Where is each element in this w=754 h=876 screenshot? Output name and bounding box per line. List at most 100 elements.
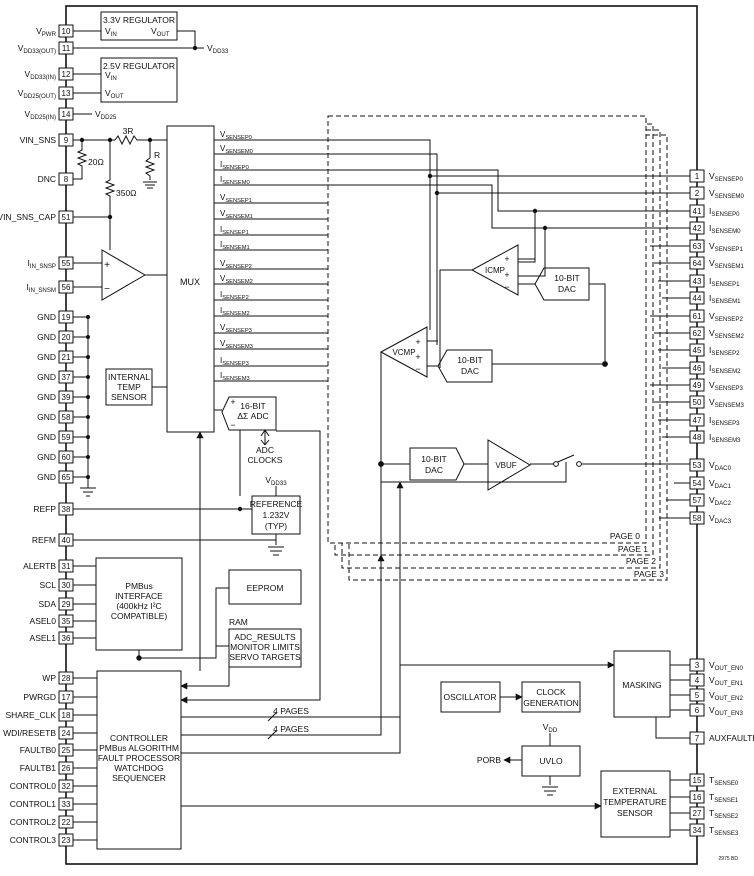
isensem0-route bbox=[328, 184, 690, 277]
left-pin-number: 22 bbox=[62, 818, 71, 827]
dac-vbuf-label: 10-BIT bbox=[421, 454, 447, 464]
page-label: PAGE 0 bbox=[610, 531, 640, 541]
right-pin-label: ISENSEM2 bbox=[709, 363, 741, 375]
right-pin-number: 54 bbox=[693, 479, 702, 488]
right-pin-number: 2 bbox=[695, 189, 700, 198]
left-pin-number: 58 bbox=[62, 413, 71, 422]
reg25-title: 2.5V REGULATOR bbox=[103, 61, 175, 71]
left-pin-label: GND bbox=[37, 392, 56, 402]
left-pin-number: 24 bbox=[62, 729, 71, 738]
ram-block-label: ADC_RESULTS bbox=[234, 632, 296, 642]
right-pin-box bbox=[689, 688, 705, 702]
right-pin-label: VDAC0 bbox=[709, 460, 732, 472]
mux-input-label: ISENSEP0 bbox=[220, 160, 249, 171]
adc-minus-sign: − bbox=[230, 420, 235, 430]
junction-dot bbox=[427, 173, 433, 179]
right-pin-box bbox=[689, 806, 705, 820]
left-pin-number: 12 bbox=[62, 70, 71, 79]
left-pin-label: VIN_SNS bbox=[20, 135, 57, 145]
right-pin-label: VSENSEP0 bbox=[709, 171, 743, 183]
uvlo-block bbox=[521, 745, 581, 777]
left-pin-number: 19 bbox=[62, 313, 71, 322]
page-label: PAGE 2 bbox=[626, 556, 656, 566]
left-pin-label: REFM bbox=[32, 535, 56, 545]
left-pin-number: 30 bbox=[62, 581, 71, 590]
right-pin-label: ISENSEP3 bbox=[709, 415, 740, 427]
right-pin-number: 50 bbox=[693, 398, 702, 407]
left-pin-number: 33 bbox=[62, 800, 71, 809]
right-pin-label: TSENSE2 bbox=[709, 808, 739, 820]
icmp-plus2: + bbox=[504, 270, 509, 280]
right-pin-number: 58 bbox=[693, 514, 702, 523]
junction-dot bbox=[542, 225, 548, 231]
left-pin-label: ASEL0 bbox=[30, 616, 57, 626]
left-pin-number: 13 bbox=[62, 89, 71, 98]
left-pin-label: ASEL1 bbox=[30, 633, 57, 643]
resistor-3r-label: 3R bbox=[123, 126, 134, 136]
right-pin-label: ISENSEP1 bbox=[709, 276, 740, 288]
controller-block bbox=[96, 670, 182, 850]
left-pin-label: GND bbox=[37, 332, 56, 342]
icmp-label: ICMP bbox=[485, 266, 505, 275]
left-pin-number: 55 bbox=[62, 259, 71, 268]
dac-icmp-label: 10-BIT bbox=[554, 273, 580, 283]
right-pin-label: VSENSEP2 bbox=[709, 311, 743, 323]
reference-label: 1.232V bbox=[263, 510, 290, 520]
pmbus-label: (400kHz I²C bbox=[116, 601, 161, 611]
page-label: PAGE 1 bbox=[618, 544, 648, 554]
left-pin-number: 28 bbox=[62, 674, 71, 683]
dac-vcmp-label: DAC bbox=[461, 366, 479, 376]
right-pin-box bbox=[689, 673, 705, 687]
dac-vbuf bbox=[409, 447, 465, 481]
reg25-block bbox=[100, 57, 178, 103]
mux-input-label: ISENSEP1 bbox=[220, 225, 249, 236]
right-pin-label: VDAC2 bbox=[709, 495, 732, 507]
left-pin-label: IIN_SNSP bbox=[27, 258, 56, 270]
right-pin-number: 4 bbox=[695, 676, 700, 685]
page-0-frame bbox=[327, 115, 647, 544]
pmbus-label: PMBus bbox=[125, 581, 152, 591]
vcmp-plus2: + bbox=[415, 352, 420, 362]
right-pin-number: 44 bbox=[693, 294, 702, 303]
mux-input-label: ISENSEP3 bbox=[220, 356, 249, 367]
ext-temp-label: EXTERNAL bbox=[613, 786, 658, 796]
right-pin-label: AUXFAULTB bbox=[709, 733, 754, 743]
right-pin-box bbox=[689, 458, 705, 472]
right-pin-label: VOUT_EN2 bbox=[709, 690, 743, 702]
adc-clock-arrow bbox=[260, 429, 270, 446]
right-pin-box bbox=[689, 773, 705, 787]
left-pin-number: 8 bbox=[64, 175, 69, 184]
junction-dot bbox=[107, 214, 113, 220]
right-pin-number: 64 bbox=[693, 259, 702, 268]
right-pin-label: ISENSEP2 bbox=[709, 345, 740, 357]
dac-icmp-label: DAC bbox=[558, 284, 576, 294]
current-sense-amp bbox=[101, 249, 146, 301]
left-pin-label: ALERTB bbox=[23, 561, 56, 571]
left-pin-number: 21 bbox=[62, 353, 71, 362]
right-pin-number: 48 bbox=[693, 433, 702, 442]
eeprom-label: EEPROM bbox=[247, 583, 284, 593]
reg33-block bbox=[100, 11, 178, 41]
controller-label: PMBus ALGORITHM bbox=[99, 743, 179, 753]
left-pin-label: GND bbox=[37, 472, 56, 482]
left-pin-label: VDD25(IN) bbox=[25, 109, 56, 121]
masking-label: MASKING bbox=[622, 680, 661, 690]
left-pin-number: 31 bbox=[62, 562, 71, 571]
left-pin-label: CONTROL0 bbox=[10, 781, 57, 791]
eeprom-block bbox=[228, 569, 302, 605]
left-pin-number: 39 bbox=[62, 393, 71, 402]
left-pin-label: VDD33(OUT) bbox=[18, 43, 56, 55]
bus-4pages-label-b: 4 PAGES bbox=[273, 724, 309, 734]
controller-label: WATCHDOG bbox=[114, 763, 164, 773]
left-pin-label: WP bbox=[42, 673, 56, 683]
junction-dot bbox=[86, 475, 90, 479]
right-pin-label: VOUT_EN1 bbox=[709, 675, 743, 687]
left-pin-number: 14 bbox=[62, 110, 71, 119]
adc-clocks-label: ADC bbox=[256, 445, 274, 455]
icmp-plus: + bbox=[504, 254, 509, 264]
left-pin-label: SDA bbox=[39, 599, 57, 609]
left-pin-label: CONTROL2 bbox=[10, 817, 57, 827]
right-pin-box bbox=[689, 790, 705, 804]
left-pin-label: CONTROL1 bbox=[10, 799, 57, 809]
right-pin-label: VSENSEP1 bbox=[709, 241, 743, 253]
